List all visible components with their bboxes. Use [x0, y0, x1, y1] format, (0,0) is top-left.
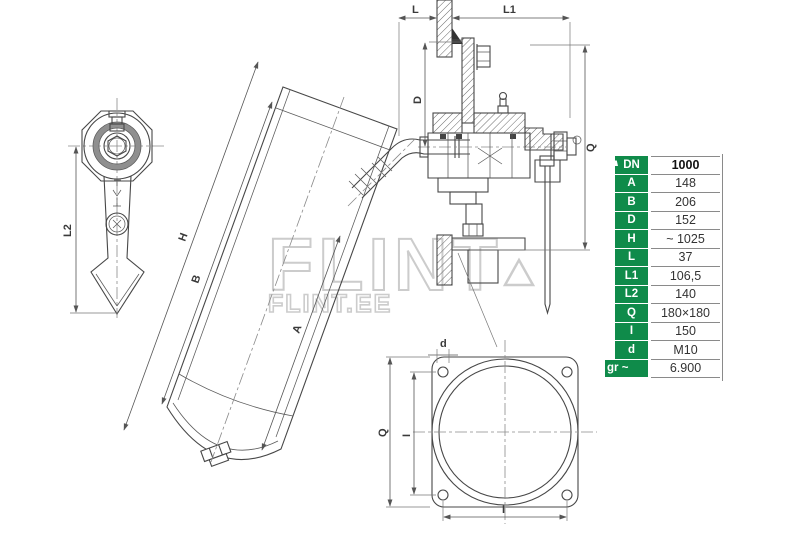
dim-H: H [177, 231, 191, 243]
row-value: M10 [651, 341, 720, 360]
row-key: B [615, 193, 648, 212]
row-key-label: H [627, 232, 636, 245]
dim-I-vertical: I [401, 434, 413, 437]
row-key: H [615, 230, 648, 249]
weight-icon [609, 157, 618, 166]
dim-Q-flange: Q [377, 428, 389, 437]
dim-d: d [440, 338, 447, 350]
row-value: 180×180 [651, 304, 720, 323]
watermark: FLINT FLINT.EE [267, 222, 536, 319]
row-value: 106,5 [651, 267, 720, 286]
front-view: L2 [62, 98, 166, 318]
mounting-section [419, 0, 582, 348]
pointer-arm [90, 175, 145, 316]
side-view: H B A [123, 0, 597, 468]
dim-B: B [190, 273, 204, 285]
row-key: DN [615, 156, 648, 175]
table-row: D 152 [608, 211, 730, 230]
row-value: ~ 1025 [651, 230, 720, 249]
row-key-label: d [627, 343, 636, 356]
row-key-label: I [629, 325, 634, 338]
table-row: L 37 [608, 248, 730, 267]
row-key-label: L [627, 251, 636, 264]
dim-L2: L2 [62, 224, 74, 237]
grease-nipple [497, 91, 509, 114]
row-key-label: gr ~ [607, 362, 629, 375]
row-key: Q [615, 304, 648, 323]
row-value: 1000 [651, 156, 720, 175]
row-value: 6.900 [651, 360, 720, 378]
row-value: 37 [651, 249, 720, 267]
row-key-label: A [627, 177, 636, 190]
table-row: L2 140 [608, 285, 730, 304]
row-key-label: L2 [624, 288, 639, 301]
row-key-label: B [627, 195, 636, 208]
dim-A: A [291, 323, 305, 335]
drain-plug [200, 440, 232, 468]
row-key-label: DN [623, 158, 640, 171]
dim-I-horizontal: I [502, 504, 505, 516]
table-row: gr ~ 6.900 [605, 157, 730, 378]
table-row: I 150 [608, 322, 730, 341]
row-value: 150 [651, 323, 720, 341]
row-key: D [615, 211, 648, 230]
spec-table: DN 1000 A 148 B 206 D 152 [605, 154, 730, 381]
flange-view: d Q I I [377, 338, 597, 524]
dim-Q-section: Q [585, 143, 597, 152]
dim-L: L [412, 4, 419, 16]
row-value: 140 [651, 286, 720, 304]
row-value: 206 [651, 193, 720, 212]
row-key-label: Q [627, 306, 636, 319]
spec-table-body: DN 1000 A 148 B 206 D 152 [605, 156, 730, 378]
row-key-label: D [627, 214, 636, 227]
table-row: Q 180×180 [608, 304, 730, 323]
table-row: L1 106,5 [608, 267, 730, 286]
row-key: L1 [615, 267, 648, 286]
table-row: d M10 [608, 341, 730, 360]
watermark-triangle-icon [502, 257, 536, 287]
table-row: B 206 [608, 193, 730, 212]
row-key: I [615, 322, 648, 341]
row-value: 148 [651, 175, 720, 193]
row-key: gr ~ [605, 157, 648, 378]
row-value: 152 [651, 212, 720, 230]
table-row: A 148 [608, 174, 730, 193]
row-key: L2 [615, 285, 648, 304]
dim-L1: L1 [503, 4, 516, 16]
table-right-border [722, 154, 723, 381]
row-key: L [615, 248, 648, 267]
dim-D: D [412, 96, 424, 104]
table-row: H ~ 1025 [608, 230, 730, 249]
row-key: A [615, 174, 648, 193]
table-row: DN 1000 [608, 156, 730, 175]
row-key-label: L1 [624, 269, 639, 282]
pointer-needle [544, 165, 551, 316]
row-key: d [615, 341, 648, 360]
